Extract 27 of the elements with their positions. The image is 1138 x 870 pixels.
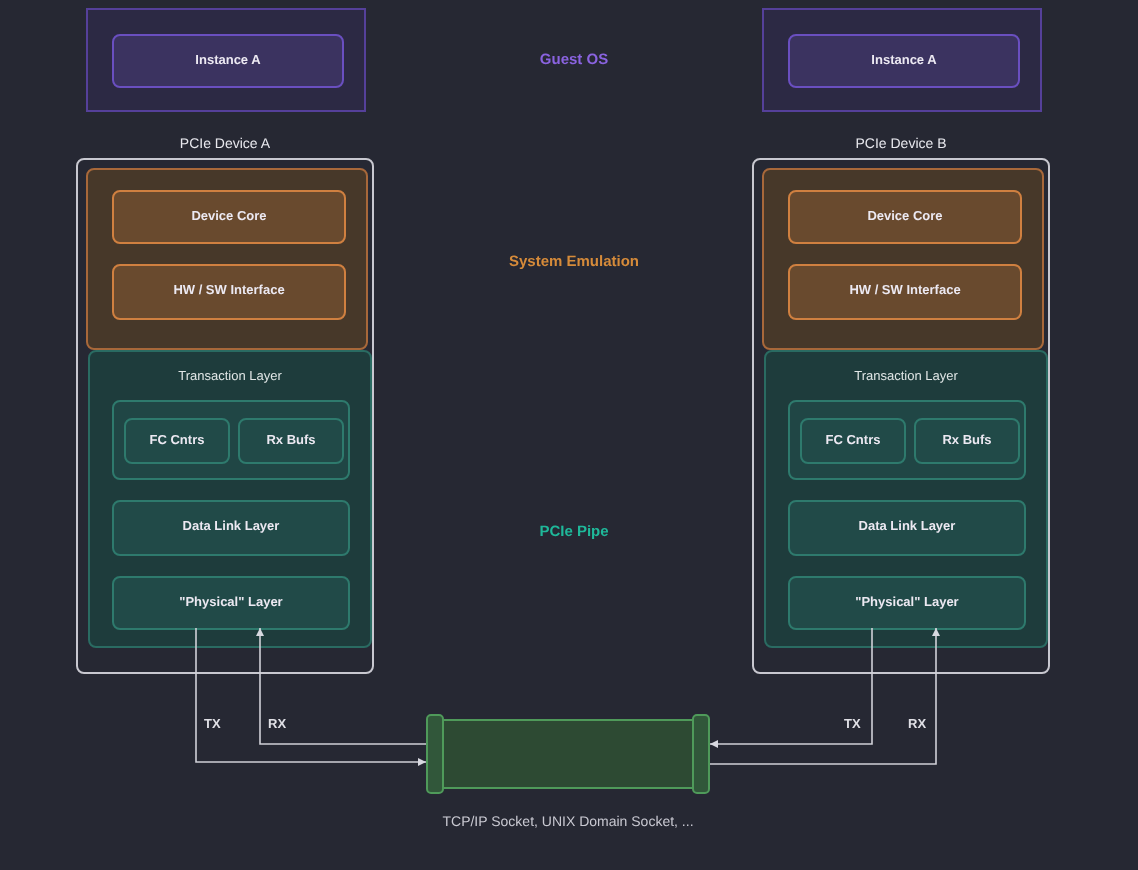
connector-arrow <box>709 627 940 765</box>
component-box <box>788 190 1022 244</box>
connector-arrow <box>256 627 427 745</box>
component-box <box>112 190 346 244</box>
layer-box <box>124 418 230 464</box>
os-instance-box <box>112 34 344 88</box>
guest-os-panel <box>762 8 1042 112</box>
component-box <box>112 264 346 320</box>
layer-box <box>788 500 1026 556</box>
layer-box <box>112 576 350 630</box>
buffer-group-panel <box>112 400 350 480</box>
layer-box <box>112 500 350 556</box>
layer-box <box>788 576 1026 630</box>
layer-box <box>914 418 1020 464</box>
guest-os-panel <box>86 8 366 112</box>
pipe-drawing <box>426 714 710 794</box>
os-instance-box <box>788 34 1020 88</box>
transaction-layer-panel <box>764 350 1048 648</box>
layer-box <box>800 418 906 464</box>
component-box <box>788 264 1022 320</box>
connector-arrow <box>709 627 873 748</box>
connector-arrow <box>195 627 427 766</box>
transaction-layer-panel <box>88 350 372 648</box>
emulation-panel <box>86 168 368 350</box>
emulation-panel <box>762 168 1044 350</box>
layer-box <box>238 418 344 464</box>
buffer-group-panel <box>788 400 1026 480</box>
